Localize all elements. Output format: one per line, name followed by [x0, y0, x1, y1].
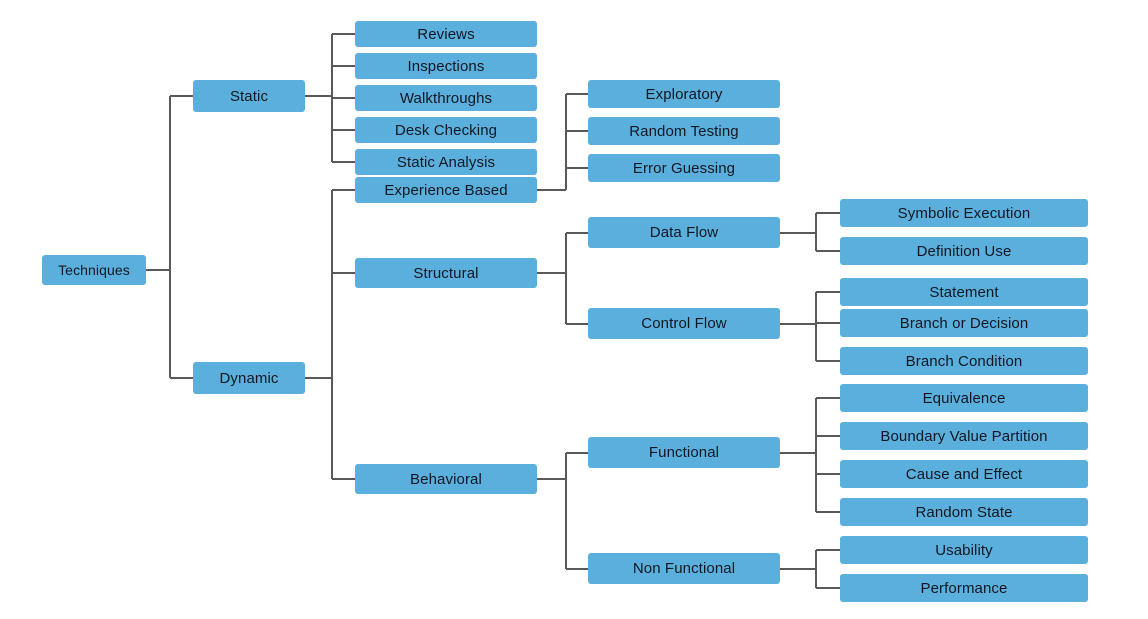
node-error-guessing[interactable]: Error Guessing: [588, 154, 780, 182]
node-label: Random Testing: [629, 122, 739, 140]
node-usability[interactable]: Usability: [840, 536, 1088, 564]
node-exploratory[interactable]: Exploratory: [588, 80, 780, 108]
node-inspections[interactable]: Inspections: [355, 53, 537, 79]
node-data-flow[interactable]: Data Flow: [588, 217, 780, 248]
node-reviews[interactable]: Reviews: [355, 21, 537, 47]
node-random-testing[interactable]: Random Testing: [588, 117, 780, 145]
node-label: Branch or Decision: [899, 314, 1029, 332]
node-label: Reviews: [417, 25, 475, 43]
node-symbolic-execution[interactable]: Symbolic Execution: [840, 199, 1088, 227]
node-boundary-value[interactable]: Boundary Value Partition: [840, 422, 1088, 450]
node-random-state[interactable]: Random State: [840, 498, 1088, 526]
node-branch-condition[interactable]: Branch Condition: [840, 347, 1088, 375]
node-static-analysis[interactable]: Static Analysis: [355, 149, 537, 175]
node-label: Definition Use: [916, 242, 1012, 260]
node-branch-or-decision[interactable]: Branch or Decision: [840, 309, 1088, 337]
node-label: Dynamic: [219, 369, 279, 387]
node-label: Static Analysis: [396, 153, 496, 171]
node-label: Functional: [648, 444, 720, 461]
node-label: Techniques: [58, 262, 130, 278]
node-dynamic[interactable]: Dynamic: [193, 362, 305, 394]
node-label: Cause and Effect: [905, 465, 1023, 483]
node-behavioral[interactable]: Behavioral: [355, 464, 537, 494]
node-label: Usability: [935, 541, 993, 559]
node-label: Static: [229, 87, 269, 105]
node-definition-use[interactable]: Definition Use: [840, 237, 1088, 265]
node-label: Inspections: [407, 57, 485, 75]
node-statement[interactable]: Statement: [840, 278, 1088, 306]
node-label: Error Guessing: [632, 159, 736, 177]
node-label: Random State: [915, 503, 1013, 521]
node-control-flow[interactable]: Control Flow: [588, 308, 780, 339]
node-techniques[interactable]: Techniques: [42, 255, 146, 285]
node-label: Exploratory: [645, 85, 723, 103]
node-label: Equivalence: [922, 389, 1006, 407]
node-label: Desk Checking: [394, 121, 498, 139]
node-performance[interactable]: Performance: [840, 574, 1088, 602]
node-label: Performance: [920, 579, 1008, 597]
node-desk-checking[interactable]: Desk Checking: [355, 117, 537, 143]
node-label: Boundary Value Partition: [880, 427, 1048, 445]
node-label: Walkthroughs: [399, 89, 493, 107]
node-label: Branch Condition: [905, 352, 1023, 370]
node-non-functional[interactable]: Non Functional: [588, 553, 780, 584]
node-label: Symbolic Execution: [897, 204, 1031, 222]
node-label: Behavioral: [410, 470, 482, 488]
node-label: Control Flow: [641, 315, 727, 332]
node-label: Statement: [929, 283, 999, 301]
node-label: Non Functional: [632, 560, 736, 577]
node-functional[interactable]: Functional: [588, 437, 780, 468]
node-structural[interactable]: Structural: [355, 258, 537, 288]
node-label: Data Flow: [649, 224, 719, 241]
node-experience-based[interactable]: Experience Based: [355, 177, 537, 203]
node-static[interactable]: Static: [193, 80, 305, 112]
node-walkthroughs[interactable]: Walkthroughs: [355, 85, 537, 111]
node-label: Structural: [413, 264, 479, 282]
node-cause-and-effect[interactable]: Cause and Effect: [840, 460, 1088, 488]
node-equivalence[interactable]: Equivalence: [840, 384, 1088, 412]
node-label: Experience Based: [384, 181, 508, 199]
